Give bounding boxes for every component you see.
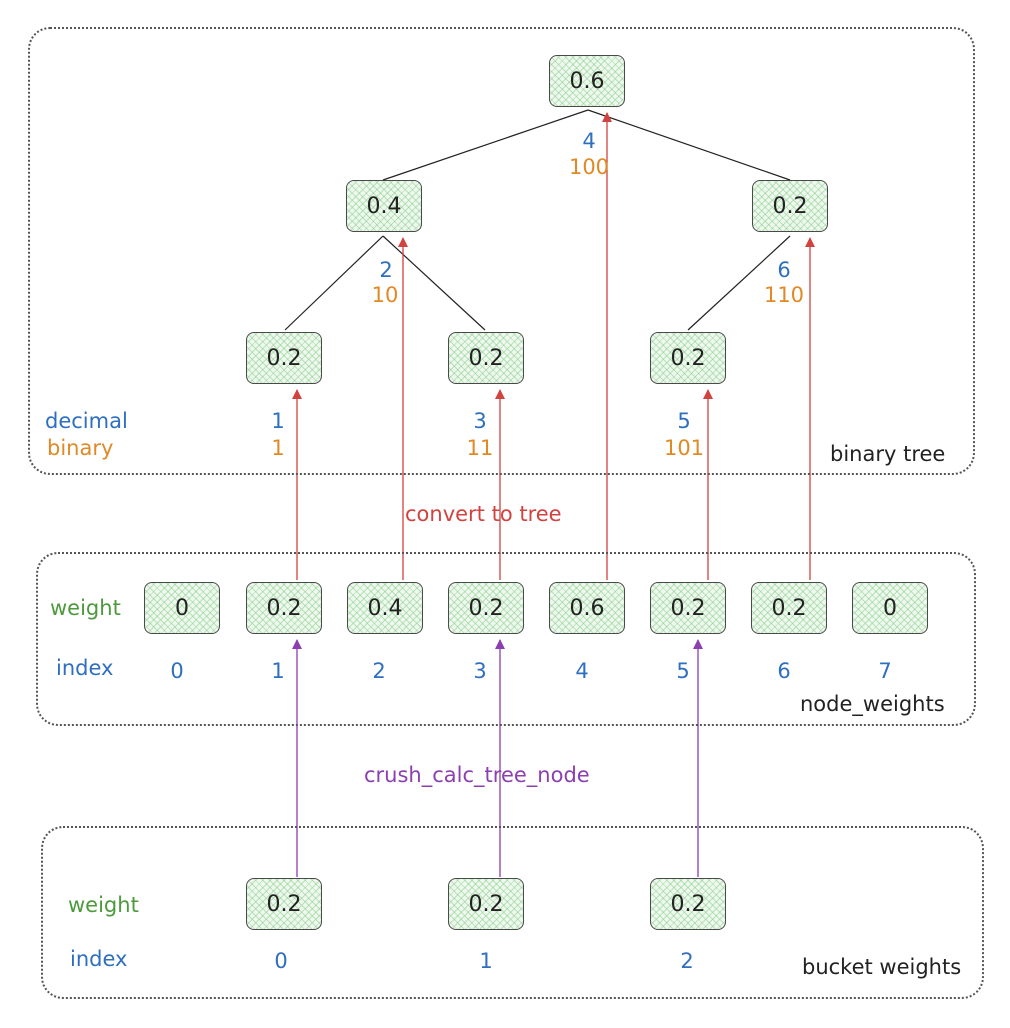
- binary-tree-title: binary tree: [830, 442, 946, 466]
- node-weights-weight-label: weight: [50, 596, 121, 620]
- leaf5-decimal: 5: [677, 409, 691, 433]
- bucket-weights-region: [41, 826, 984, 999]
- binary-tree-region: [28, 27, 975, 475]
- tree-node-root: 0.6: [549, 55, 625, 107]
- legend-decimal: decimal: [45, 409, 128, 433]
- root-binary: 100: [568, 155, 610, 179]
- legend-binary: binary: [47, 436, 114, 460]
- node-index: 4: [575, 659, 589, 683]
- bucket-index: 2: [680, 949, 694, 973]
- node-index: 6: [777, 659, 791, 683]
- tree-node-left: 0.4: [346, 180, 422, 232]
- bucket-weights-title: bucket weights: [802, 955, 962, 979]
- node-index: 1: [271, 659, 285, 683]
- node-weight-box: 0: [144, 582, 220, 634]
- leaf3-decimal: 3: [473, 409, 487, 433]
- edge-left-leaf1: [284, 235, 384, 331]
- tree-node-leaf-5: 0.2: [650, 332, 726, 384]
- node-weight-box: 0.2: [246, 582, 322, 634]
- bucket-index-label: index: [70, 947, 128, 971]
- leaf1-binary: 1: [271, 436, 285, 460]
- right-binary: 110: [763, 283, 805, 307]
- edge-right-leaf5: [687, 235, 791, 331]
- left-binary: 10: [371, 283, 399, 307]
- node-weight-box: 0: [852, 582, 928, 634]
- edge-left-leaf3: [382, 235, 486, 331]
- bucket-index: 0: [274, 949, 288, 973]
- node-weights-index-label: index: [56, 656, 114, 680]
- root-decimal: 4: [582, 129, 596, 153]
- convert-to-tree-label: convert to tree: [405, 502, 562, 526]
- node-weight-box: 0.2: [751, 582, 827, 634]
- tree-node-leaf-3: 0.2: [448, 332, 524, 384]
- edge-root-left: [382, 109, 589, 181]
- left-decimal: 2: [379, 258, 393, 282]
- tree-node-leaf-1: 0.2: [246, 332, 322, 384]
- edge-root-right: [587, 109, 791, 181]
- node-weights-title: node_weights: [800, 692, 945, 716]
- bucket-weight-box: 0.2: [650, 878, 726, 930]
- node-index: 0: [170, 659, 184, 683]
- bucket-weight-label: weight: [68, 893, 139, 917]
- node-weight-box: 0.2: [448, 582, 524, 634]
- crush-calc-tree-node-label: crush_calc_tree_node: [364, 763, 590, 787]
- node-weight-box: 0.4: [347, 582, 423, 634]
- node-weights-region: [36, 552, 976, 726]
- leaf3-binary: 11: [466, 436, 494, 460]
- node-index: 2: [372, 659, 386, 683]
- node-index: 7: [878, 659, 892, 683]
- node-weight-box: 0.2: [650, 582, 726, 634]
- node-weight-box: 0.6: [549, 582, 625, 634]
- bucket-index: 1: [479, 949, 493, 973]
- leaf1-decimal: 1: [271, 409, 285, 433]
- leaf5-binary: 101: [663, 436, 705, 460]
- right-decimal: 6: [777, 258, 791, 282]
- bucket-weight-box: 0.2: [448, 878, 524, 930]
- tree-node-right: 0.2: [752, 180, 828, 232]
- node-index: 3: [473, 659, 487, 683]
- node-index: 5: [676, 659, 690, 683]
- bucket-weight-box: 0.2: [246, 878, 322, 930]
